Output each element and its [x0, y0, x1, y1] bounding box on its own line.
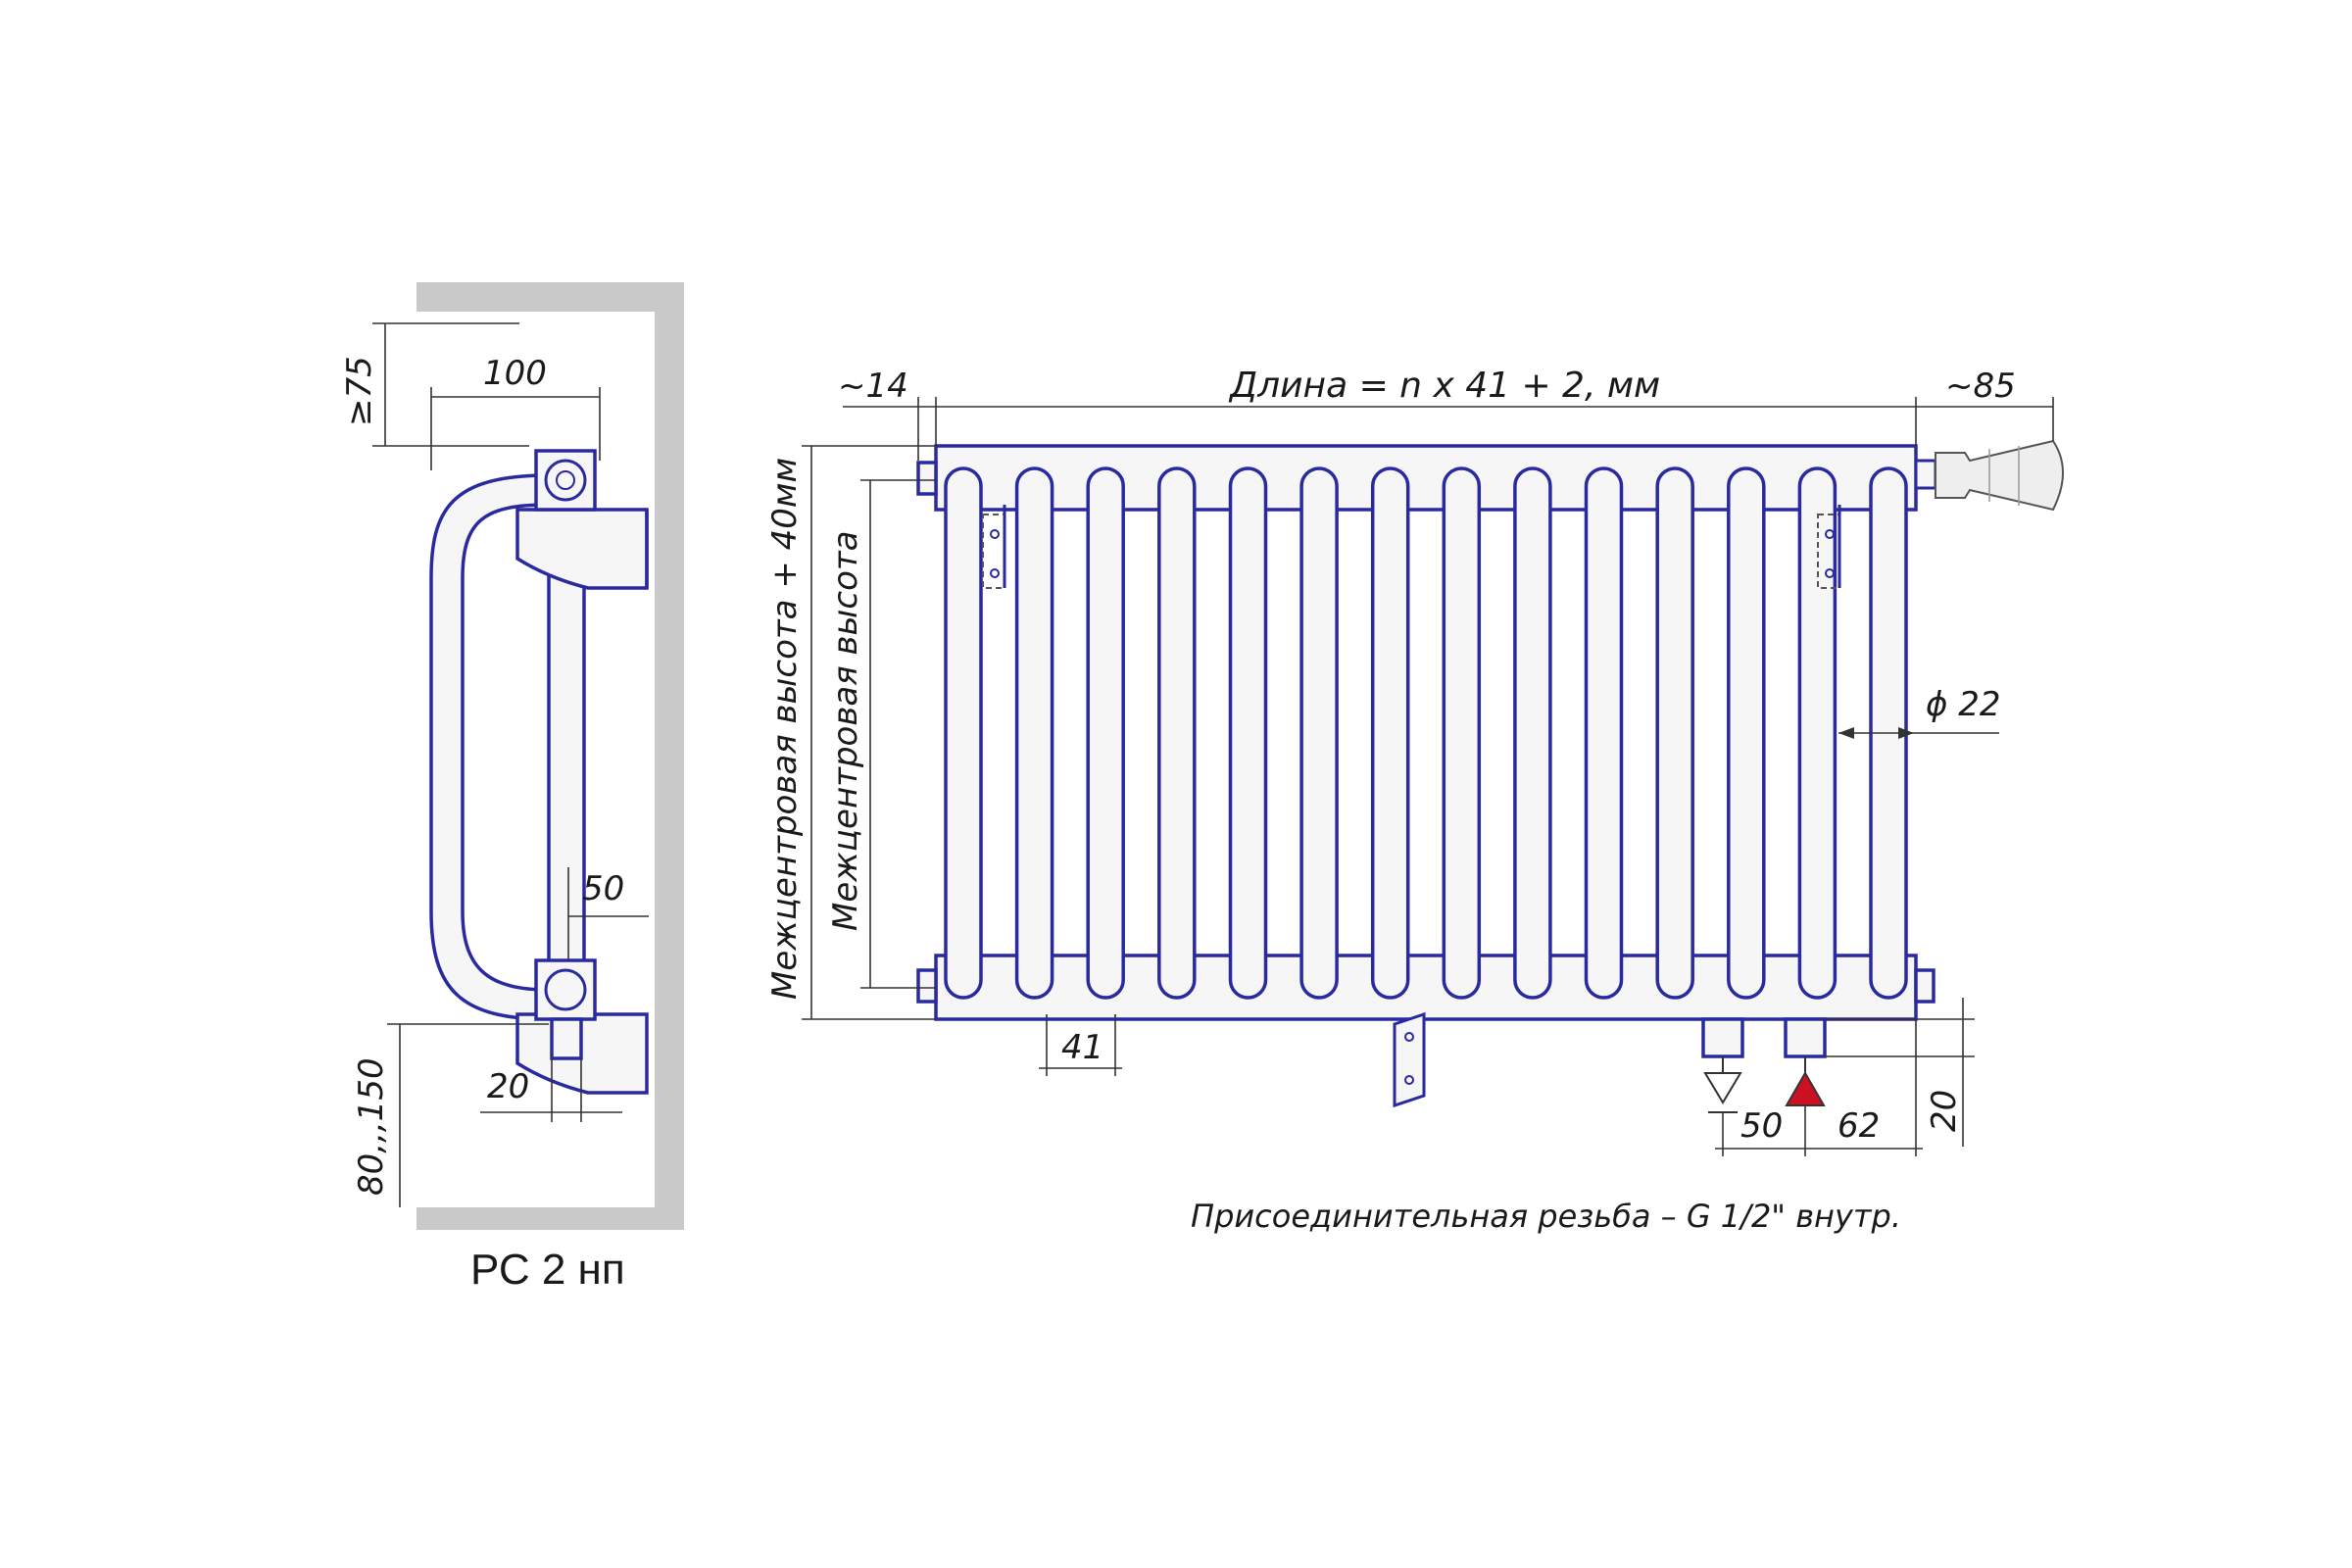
dim-diameter: ϕ 22: [1926, 685, 2001, 724]
dim-depth: 100: [483, 354, 547, 393]
outlet-connection: [1701, 1017, 1744, 1058]
dim-conn-left: 50: [1740, 1106, 1783, 1146]
radiator-section: [1228, 466, 1268, 1000]
wall: [416, 282, 684, 1230]
bottom-collector: [934, 954, 1918, 1021]
top-bracket: [515, 508, 649, 590]
bolt-icon: [544, 459, 587, 502]
radiator-section: [1086, 466, 1125, 1000]
bottom-left-cap: [916, 968, 938, 1004]
radiator-section: [1014, 466, 1054, 1000]
bottom-bracket-front: [1393, 1011, 1426, 1108]
front-view: Длина = n x 41 + 2, мм ~14 ~85 Межцентро…: [765, 366, 2064, 1235]
radiator-section: [944, 466, 983, 1000]
left-top-bracket: [982, 505, 1006, 589]
dim-conn-right: 62: [1838, 1106, 1880, 1146]
dim-clearance-top: ≥75: [340, 356, 379, 426]
radiator-sections: [944, 466, 1908, 1000]
side-view-title: РС 2 нп: [470, 1246, 625, 1294]
thermostatic-valve-icon: [1914, 439, 2064, 512]
radiator-section: [1513, 466, 1552, 1000]
dim-floor: 80,,,150: [352, 1057, 391, 1196]
radiator-section: [1727, 466, 1766, 1000]
inlet-arrow-icon: [1785, 1056, 1826, 1106]
radiator-section: [1442, 466, 1482, 1000]
radiator-section: [1584, 466, 1624, 1000]
left-end-cap: [916, 461, 938, 496]
radiator-section: [1797, 466, 1838, 1000]
right-top-bracket: [1817, 505, 1841, 589]
dim-pipe: 20: [487, 1067, 529, 1106]
dim-height-center: Межцентровая высота: [826, 530, 865, 931]
radiator-section: [1299, 466, 1339, 1000]
dim-offset: 50: [582, 869, 624, 908]
dim-conn-height: 20: [1925, 1090, 1964, 1132]
top-collector: [934, 444, 1918, 512]
connection-note: Присоединительная резьба – G 1/2" внутр.: [1191, 1198, 1901, 1235]
radiator-section: [1370, 466, 1410, 1000]
radiator-section: [1157, 466, 1197, 1000]
side-view: ≥75 100 50 20 80,,,150 РС 2 нп: [340, 282, 684, 1294]
inlet-connection: [1784, 1017, 1827, 1058]
dim-height-full: Межцентровая высота + 40мм: [765, 458, 805, 1000]
outlet-arrow-icon: [1703, 1056, 1742, 1113]
dim-length: Длина = n x 41 + 2, мм: [1228, 366, 1660, 406]
dim-left-cap: ~14: [838, 367, 908, 406]
radiator-section: [1655, 466, 1694, 1000]
dim-right-valve: ~85: [1945, 367, 2016, 406]
dim-pitch: 41: [1061, 1028, 1103, 1067]
bottom-right-cap: [1914, 968, 1936, 1004]
